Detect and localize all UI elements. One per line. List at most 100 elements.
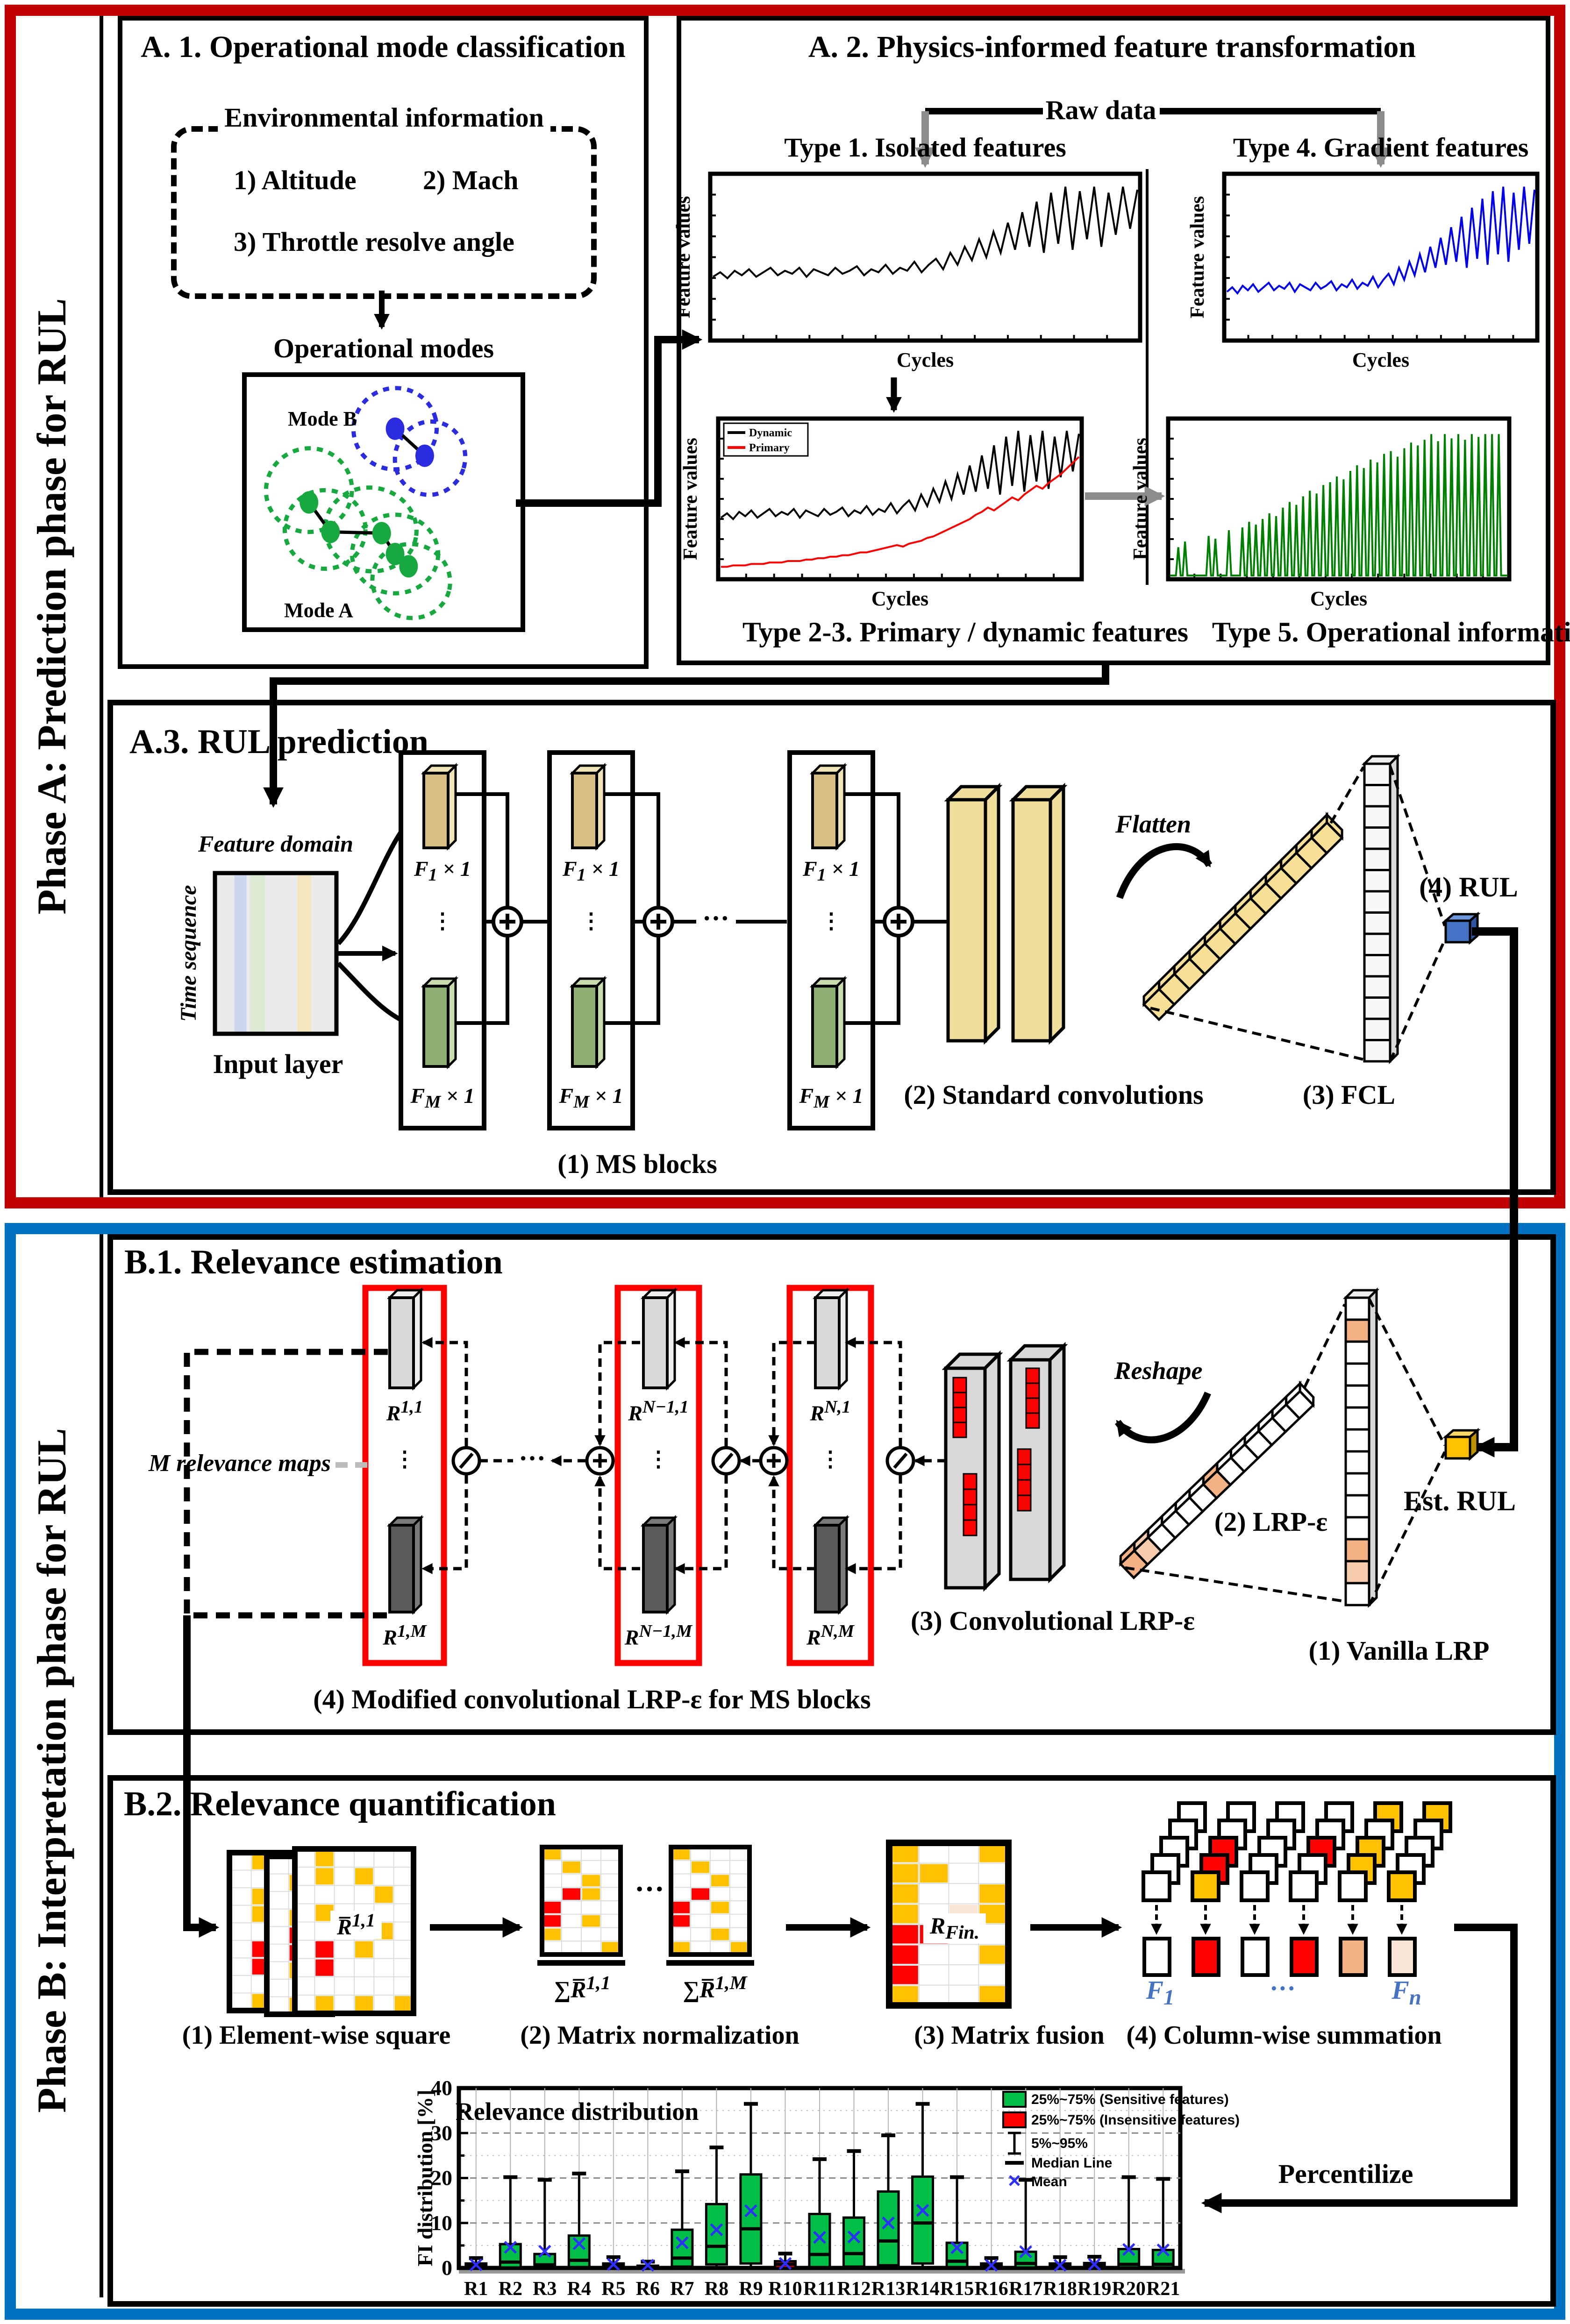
xtick-R5: R5 (601, 2278, 625, 2300)
type4-title: Type 4. Gradient features (1233, 132, 1529, 163)
ytick-10: 10 (431, 2211, 452, 2235)
xtick-R14: R14 (906, 2278, 939, 2300)
xtick-R12: R12 (837, 2278, 871, 2300)
ms3-fm-label: FM × 1 (799, 1084, 864, 1112)
env-item-mach: 2) Mach (423, 165, 519, 195)
ms3-vdots: ⋮ (821, 909, 842, 933)
xtick-R4: R4 (567, 2278, 591, 2300)
r11-label: R1,1 (386, 1397, 423, 1425)
modes-box (242, 372, 525, 632)
feature-domain-label: Feature domain (198, 831, 353, 857)
ytick-20: 20 (431, 2166, 452, 2190)
xtick-R3: R3 (533, 2278, 557, 2300)
a1-title: A. 1. Operational mode classification (141, 30, 626, 64)
percentilize-label: Percentilize (1278, 2159, 1413, 2189)
phase-a-label: Phase A: Prediction phase for RUL (29, 298, 75, 915)
y-axis-label: Feature values (680, 438, 701, 560)
legend-median: Median Line (1031, 2155, 1112, 2171)
xtick-R16: R16 (974, 2278, 1008, 2300)
sum11-label: ∑R̅1,1 (554, 1972, 611, 2003)
legend-Dynamic: Dynamic (749, 427, 792, 439)
env-item-altitude: 1) Altitude (234, 165, 357, 195)
modes-title: Operational modes (273, 333, 494, 363)
b1-title: B.1. Relevance estimation (124, 1243, 503, 1281)
b1-g3-vdots: ⋮ (820, 1447, 841, 1471)
mode-b-label: Mode B (288, 407, 357, 430)
xtick-R7: R7 (670, 2278, 694, 2300)
reshape-label: Reshape (1114, 1357, 1203, 1385)
b2-hdots: ··· (634, 1872, 665, 1905)
b1-hdots: ··· (518, 1443, 546, 1473)
xtick-R1: R1 (464, 2278, 488, 2300)
rnm-label: RN,M (806, 1621, 855, 1649)
ms-hdots: ··· (702, 903, 730, 933)
xtick-R20: R20 (1112, 2278, 1146, 2300)
fcl-caption: (3) FCL (1302, 1080, 1396, 1110)
legend-insensitive: 25%~75% (Insensitive features) (1031, 2112, 1240, 2128)
phase-b-separator (100, 1234, 103, 2297)
b1-caption1: (1) Vanilla LRP (1308, 1635, 1490, 1666)
x-axis-label: Cycles (1352, 348, 1409, 371)
legend-Primary: Primary (749, 442, 790, 454)
f1-label: F1 (1146, 1976, 1175, 2010)
sum1m-label: ∑R̅1,M (683, 1972, 747, 2003)
ms1-vdots: ⋮ (432, 909, 453, 933)
legend-sensitive: 25%~75% (Sensitive features) (1031, 2092, 1229, 2107)
b2-caption1: (1) Element-wise square (182, 2021, 451, 2050)
xtick-R6: R6 (636, 2278, 660, 2300)
operational-modes-scatter (264, 386, 468, 620)
x-axis-label: Cycles (897, 348, 954, 371)
est-rul-label: Est. RUL (1403, 1485, 1516, 1516)
xtick-R21: R21 (1146, 2278, 1180, 2300)
xtick-R10: R10 (768, 2278, 802, 2300)
ms1-fm-label: FM × 1 (410, 1084, 475, 1112)
phase-b-label: Phase B: Interpretation phase for RUL (29, 1428, 75, 2113)
y-axis-label: Feature values (673, 196, 694, 319)
xtick-R11: R11 (803, 2278, 836, 2300)
input-layer-label: Input layer (213, 1049, 343, 1079)
m-relevance-maps-label: M relevance maps (149, 1450, 331, 1477)
x-axis-label: Cycles (871, 587, 928, 610)
type23-caption: Type 2-3. Primary / dynamic features (742, 617, 1189, 647)
ms1-f1-label: F1 × 1 (414, 857, 471, 885)
b1-caption4: (4) Modified convolutional LRP-ε for MS … (313, 1684, 871, 1714)
b2-caption2: (2) Matrix normalization (520, 2021, 799, 2050)
xtick-R19: R19 (1078, 2278, 1111, 2300)
fn-label: Fn (1392, 1976, 1421, 2010)
b2-title: B.2. Relevance quantification (124, 1785, 556, 1823)
rfin-label: RFin. (923, 1913, 986, 1943)
rn11-label: RN−1,1 (628, 1397, 689, 1425)
a2-title: A. 2. Physics-informed feature transform… (808, 30, 1416, 64)
a3-title: A.3. RUL prediction (129, 723, 429, 761)
type5-caption: Type 5. Operational information (1212, 617, 1570, 647)
legend-mean: Mean (1031, 2174, 1067, 2189)
env-box-title: Environmental information (218, 103, 550, 132)
ytick-0: 0 (442, 2256, 452, 2280)
phase-a-separator (100, 16, 103, 1197)
flatten-label: Flatten (1115, 810, 1192, 838)
ms3-f1-label: F1 × 1 (802, 857, 860, 885)
ms2-f1-label: F1 × 1 (562, 857, 620, 885)
mode-a-label: Mode A (284, 599, 353, 622)
b1-caption3: (3) Convolutional LRP-ε (910, 1606, 1195, 1636)
env-item-throttle: 3) Throttle resolve angle (234, 227, 514, 257)
xtick-R9: R9 (739, 2278, 763, 2300)
b2-caption3: (3) Matrix fusion (914, 2021, 1105, 2050)
ytick-30: 30 (431, 2121, 452, 2145)
time-sequence-label: Time sequence (176, 885, 201, 1022)
b1-g2-vdots: ⋮ (648, 1447, 669, 1471)
rn1-label: RN,1 (810, 1397, 851, 1425)
y-axis-label: Feature values (1130, 438, 1151, 560)
ms-caption: (1) MS blocks (557, 1149, 717, 1179)
ms2-vdots: ⋮ (580, 909, 602, 933)
rbar-label: R̅1,1 (330, 1911, 382, 1940)
xtick-R15: R15 (940, 2278, 974, 2300)
rn1m-label: RN−1,M (624, 1621, 692, 1649)
xtick-R18: R18 (1043, 2278, 1077, 2300)
boxplot-title: Relevance distribution (456, 2097, 699, 2125)
